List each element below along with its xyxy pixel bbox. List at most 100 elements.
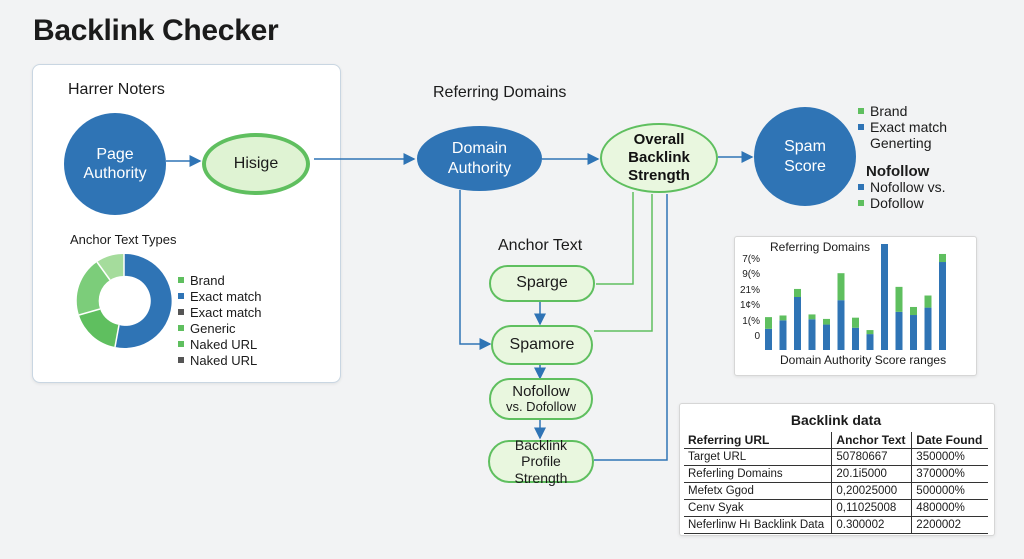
page-title: Backlink Checker bbox=[33, 14, 279, 47]
referring-domains-bar-chart bbox=[765, 244, 946, 350]
bar bbox=[794, 297, 801, 350]
right-legend: Brand Exact match Generting Nofollow Nof… bbox=[858, 103, 947, 211]
y-axis-ticks: 7(% 9(% 21% 1¢% 1(% 0 bbox=[740, 252, 760, 344]
legend-label: Exact match bbox=[870, 119, 948, 135]
spam-score-node[interactable]: Spam Score bbox=[754, 107, 856, 206]
nofollow-node[interactable]: Nofollow vs. Dofollow bbox=[489, 378, 593, 420]
domain-authority-node[interactable]: Domain Authority bbox=[417, 126, 542, 191]
legend-swatch bbox=[178, 357, 184, 363]
legend-label: Generting bbox=[870, 135, 932, 151]
bar bbox=[808, 314, 816, 320]
table-cell: Cenv Syak bbox=[684, 499, 832, 517]
donut-slice-blue bbox=[115, 253, 172, 348]
table-cell: 0,20025000 bbox=[831, 482, 912, 500]
bar bbox=[765, 317, 772, 329]
legend-label: Exact match bbox=[190, 304, 262, 320]
legend-item: Exact match bbox=[178, 288, 262, 304]
nofollow-line1: Nofollow bbox=[512, 382, 570, 400]
legend-item: Naked URL bbox=[178, 352, 262, 368]
bar bbox=[895, 286, 903, 312]
backlink-table: Referring URL Anchor Text Date Found Tar… bbox=[684, 432, 988, 534]
overall-strength-node[interactable]: Overall Backlink Strength bbox=[600, 123, 718, 193]
legend-label: Brand bbox=[190, 272, 225, 288]
column-header: Anchor Text bbox=[831, 432, 912, 449]
y-tick-label: 1(% bbox=[742, 315, 760, 327]
legend-swatch bbox=[858, 200, 864, 206]
legend-label: Naked URL bbox=[190, 336, 258, 352]
legend-swatch bbox=[858, 108, 864, 114]
legend-item: Exact match bbox=[858, 119, 947, 135]
legend-item: Exact match bbox=[178, 304, 262, 320]
legend-item: Brand bbox=[178, 272, 262, 288]
bar bbox=[881, 244, 888, 350]
table-cell: Referling Domains bbox=[684, 465, 832, 483]
sparge-node[interactable]: Sparge bbox=[489, 265, 595, 302]
y-tick-label: 9(% bbox=[742, 269, 760, 281]
legend-item: Nofollow vs. bbox=[858, 179, 947, 195]
y-tick-label: 21% bbox=[740, 284, 761, 296]
bar bbox=[765, 328, 772, 350]
page-authority-node[interactable]: Page Authority bbox=[64, 113, 166, 215]
hisige-node[interactable]: Hisige bbox=[202, 133, 310, 195]
table-cell: 0,11025008 bbox=[831, 499, 912, 517]
bar bbox=[779, 320, 787, 350]
legend-swatch bbox=[178, 309, 184, 315]
left-panel bbox=[32, 64, 341, 383]
table-cell: 500000% bbox=[911, 482, 988, 500]
bar bbox=[808, 319, 816, 350]
bar bbox=[939, 262, 946, 350]
donut-slice-green-3 bbox=[97, 253, 124, 280]
bar bbox=[852, 327, 859, 350]
column-header: Referring URL bbox=[684, 432, 832, 449]
legend-label: Dofollow bbox=[870, 195, 924, 211]
legend-swatch bbox=[178, 341, 184, 347]
legend-item: Dofollow bbox=[858, 195, 947, 211]
y-tick-label: 0 bbox=[754, 331, 760, 343]
y-tick-label: 7(% bbox=[742, 254, 760, 265]
legend-label: Nofollow bbox=[866, 162, 930, 180]
table-cell: 20.1i5000 bbox=[831, 465, 912, 483]
bar bbox=[837, 300, 845, 350]
table-cell: 480000% bbox=[911, 499, 988, 517]
legend-swatch bbox=[178, 325, 184, 331]
spamore-node[interactable]: Spamore bbox=[491, 325, 593, 365]
legend-label: Brand bbox=[870, 103, 908, 119]
legend-swatch bbox=[178, 277, 184, 283]
column-header: Date Found bbox=[911, 432, 988, 449]
anchor-donut-chart bbox=[76, 253, 172, 348]
bar bbox=[910, 315, 917, 350]
bar bbox=[823, 324, 830, 350]
table-cell: Target URL bbox=[684, 448, 832, 466]
profile-strength-node[interactable]: Backlink Profile Strength bbox=[488, 437, 594, 486]
nofollow-line2: vs. Dofollow bbox=[505, 399, 577, 415]
chart-panel bbox=[734, 236, 977, 376]
legend-swatch bbox=[178, 293, 184, 299]
y-tick-label: 1¢% bbox=[740, 300, 761, 312]
legend-swatch bbox=[858, 184, 864, 190]
bar bbox=[895, 311, 903, 350]
bar bbox=[924, 295, 932, 308]
table-header-row: Referring URL Anchor Text Date Found bbox=[684, 432, 988, 449]
legend-item: Generting bbox=[858, 135, 947, 151]
donut-slice-green-2 bbox=[76, 262, 110, 315]
table-cell: 2200002 bbox=[911, 516, 988, 534]
referring-domains-label: Referring Domains bbox=[433, 84, 567, 101]
bar bbox=[794, 288, 801, 297]
legend-swatch bbox=[858, 124, 864, 130]
table-cell: Mefetx Ggod bbox=[684, 482, 832, 500]
bar bbox=[823, 318, 830, 325]
table-cell: 350000% bbox=[911, 448, 988, 466]
bar bbox=[866, 334, 874, 350]
table-title: Backlink data bbox=[790, 412, 882, 428]
table-cell: 370000% bbox=[911, 465, 988, 483]
bar bbox=[939, 253, 946, 263]
anchor-legend: Brand Exact match Exact match Generic Na… bbox=[178, 272, 262, 368]
legend-label: Naked URL bbox=[190, 352, 258, 368]
legend-label: Exact match bbox=[190, 288, 262, 304]
bar bbox=[924, 307, 932, 350]
bar bbox=[837, 273, 845, 301]
chart-title: Referring Domains bbox=[770, 240, 871, 254]
